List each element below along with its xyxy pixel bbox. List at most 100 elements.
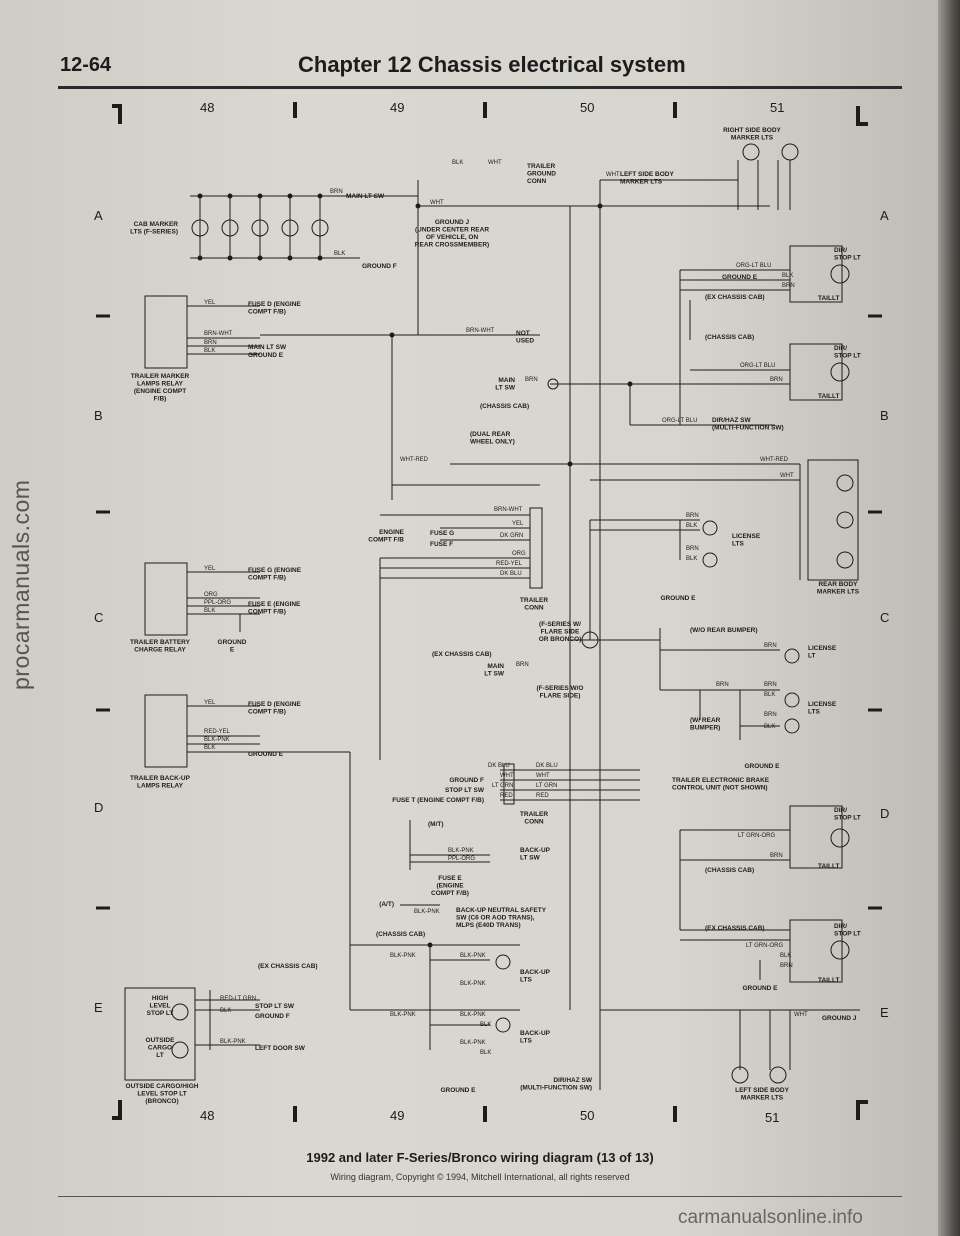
label-line: E bbox=[230, 647, 235, 654]
wire-label: BRN bbox=[525, 377, 538, 383]
wire-label: WHT-RED bbox=[400, 457, 429, 463]
label-line: LICENSE bbox=[808, 701, 837, 708]
splice-dot bbox=[227, 255, 233, 261]
label-taillt-4: TAILLT bbox=[818, 977, 839, 984]
wire-label: BLK-PNK bbox=[460, 953, 486, 959]
lamp-dirstop-4 bbox=[789, 919, 843, 983]
connector-icon bbox=[581, 631, 599, 649]
label-line: DIR/HAZ SW bbox=[712, 417, 752, 424]
label-chassis-cab-2: (CHASSIS CAB) bbox=[480, 403, 529, 410]
wire-label: RED bbox=[536, 793, 549, 799]
label-line: (UNDER CENTER REAR bbox=[415, 227, 489, 234]
label-wo-rear-bumper: (W/O REAR BUMPER) bbox=[690, 627, 758, 634]
figure-copyright: Wiring diagram, Copyright © 1994, Mitche… bbox=[330, 1172, 630, 1182]
wire-label: WHT bbox=[488, 160, 502, 166]
label-line: COMPT F/B bbox=[368, 537, 404, 544]
label-line: STOP LT bbox=[834, 815, 861, 822]
splice-dot bbox=[197, 193, 203, 199]
splice-dot bbox=[257, 255, 263, 261]
wire-label: BRN-WHT bbox=[494, 507, 523, 513]
label-line: TRAILER BACK-UP bbox=[130, 775, 191, 782]
grid-row-right-a: A bbox=[880, 208, 889, 223]
label-line: DIR/ bbox=[834, 247, 847, 254]
wire-label: BLK bbox=[764, 692, 775, 698]
label-line: LEFT SIDE BODY bbox=[735, 1087, 789, 1094]
label-line: FLARE SIDE) bbox=[540, 693, 581, 700]
label-line: BUMPER) bbox=[690, 725, 720, 732]
grid-col-bottom-48: 48 bbox=[200, 1108, 215, 1123]
splice-dot bbox=[197, 255, 203, 261]
label-line: OUTSIDE bbox=[146, 1037, 176, 1044]
splice-dot bbox=[257, 193, 263, 199]
label-line: FUSE G (ENGINE bbox=[248, 567, 302, 574]
wire-label: BLK-PNK bbox=[390, 1012, 416, 1018]
label-at: (A/T) bbox=[379, 901, 394, 908]
wire-label: RED-YEL bbox=[204, 729, 231, 735]
label-ground-f: GROUND F bbox=[362, 263, 397, 270]
wire-label: ORG bbox=[512, 551, 526, 557]
label-line: CONN bbox=[524, 819, 543, 826]
splice-dot bbox=[287, 255, 293, 261]
label-line: GROUND J bbox=[435, 219, 470, 226]
label-line: TRAILER bbox=[520, 597, 548, 604]
label-line: BACK-UP bbox=[520, 969, 551, 976]
wire-label: BLK bbox=[204, 608, 215, 614]
wire-label: BLK-PNK bbox=[460, 1012, 486, 1018]
diagram-frame-marks bbox=[96, 102, 882, 1122]
relay-box-backup bbox=[144, 694, 188, 768]
label-line: LT SW bbox=[484, 671, 505, 678]
label-line: BACK-UP bbox=[520, 847, 551, 854]
bulb-icon bbox=[784, 648, 800, 664]
label-ex-chassis-cab-2: (EX CHASSIS CAB) bbox=[432, 651, 492, 658]
label-mt: (M/T) bbox=[428, 821, 444, 828]
corner-mark-bottom-right bbox=[856, 1100, 868, 1120]
wire-label: LT GRN-ORG bbox=[738, 833, 775, 839]
grid-row-left-b: B bbox=[94, 408, 103, 423]
wire-label: WHT bbox=[606, 172, 620, 178]
label-line: OUTSIDE CARGO/HIGH bbox=[126, 1083, 199, 1090]
label-line: (DUAL REAR bbox=[470, 431, 511, 438]
label-fuse-t: FUSE T (ENGINE COMPT F/B) bbox=[392, 797, 484, 804]
label-line: FUSE E (ENGINE bbox=[248, 601, 301, 608]
label-fuse-g: FUSE G bbox=[430, 530, 454, 537]
wire-label: WHT bbox=[780, 473, 794, 479]
wire-label: BLK bbox=[480, 1050, 491, 1056]
wire-label: BLK-PNK bbox=[390, 953, 416, 959]
label-line: LICENSE bbox=[808, 645, 837, 652]
label-ground-j: GROUND J bbox=[822, 1015, 857, 1022]
wire-label: BLK bbox=[480, 1022, 491, 1028]
label-line: STOP LT bbox=[834, 931, 861, 938]
lamp-dirstop-3 bbox=[789, 805, 843, 869]
wire-label: BLK bbox=[686, 523, 697, 529]
bulb-icon bbox=[281, 219, 299, 237]
label-line: (ENGINE COMPT bbox=[134, 388, 186, 395]
label-ground-e-4: GROUND E bbox=[744, 763, 780, 770]
bulb-icon bbox=[830, 362, 850, 382]
grid-row-left-d: D bbox=[94, 800, 104, 815]
label-line: (F-SERIES W/ bbox=[539, 621, 581, 628]
splice-dot bbox=[627, 381, 633, 387]
splice-dot bbox=[597, 203, 603, 209]
wire-label: YEL bbox=[204, 300, 216, 306]
wire-label: BLK-PNK bbox=[204, 737, 230, 743]
wire-label: DK GRN bbox=[500, 533, 523, 539]
wire-label: BRN-WHT bbox=[466, 328, 495, 334]
splice-dot bbox=[389, 332, 395, 338]
wire-label: BLK bbox=[780, 953, 791, 959]
rear-marker-box bbox=[807, 459, 859, 581]
label-dir-stop-4: DIR/STOP LT bbox=[834, 923, 861, 938]
grid-col-bottom-49: 49 bbox=[390, 1108, 405, 1123]
bottom-watermark: carmanualsonline.info bbox=[678, 1207, 863, 1228]
corner-mark-bottom-left bbox=[112, 1100, 122, 1120]
